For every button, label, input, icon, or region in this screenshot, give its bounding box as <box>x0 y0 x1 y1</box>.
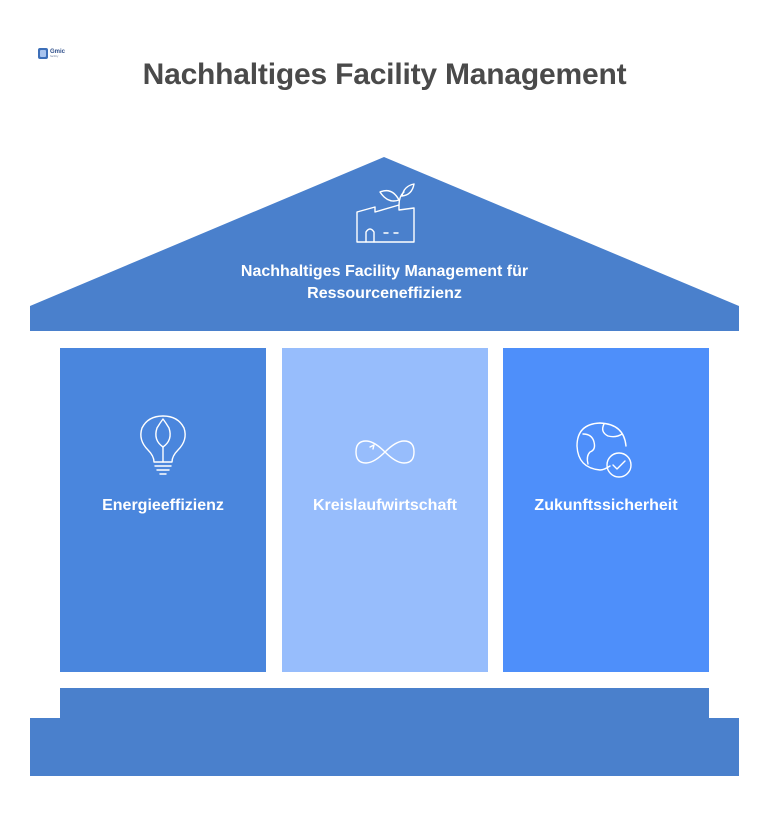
infinity-recycle-icon <box>355 440 415 464</box>
base <box>30 688 739 776</box>
roof-label-line1: Nachhaltiges Facility Management für <box>240 263 529 280</box>
pillar-label-zukunftssicherheit: Zukunftssicherheit <box>534 497 678 514</box>
brand-logo: Gmic facility <box>38 46 86 60</box>
pillar-label-energieeffizienz: Energieeffizienz <box>102 497 224 514</box>
roof-label: Nachhaltiges Facility Management für Res… <box>184 261 585 305</box>
factory-plant-icon <box>356 183 415 243</box>
lightbulb-leaf-icon <box>140 415 186 475</box>
logo-mark-icon <box>38 47 48 59</box>
roof-label-line2: Ressourceneffizienz <box>307 285 462 302</box>
pillar-zukunftssicherheit <box>503 348 709 672</box>
roof <box>30 157 739 331</box>
logo-name: Gmic <box>50 48 66 55</box>
globe-check-icon <box>576 422 632 478</box>
logo-text: Gmic facility <box>50 49 65 58</box>
pillar-label-kreislaufwirtschaft: Kreislaufwirtschaft <box>312 497 458 514</box>
page-title: Nachhaltiges Facility Management <box>142 58 627 91</box>
pillar-energieeffizienz <box>60 348 266 672</box>
logo-subtext: facility <box>50 53 59 58</box>
pillar-kreislaufwirtschaft <box>282 348 488 672</box>
